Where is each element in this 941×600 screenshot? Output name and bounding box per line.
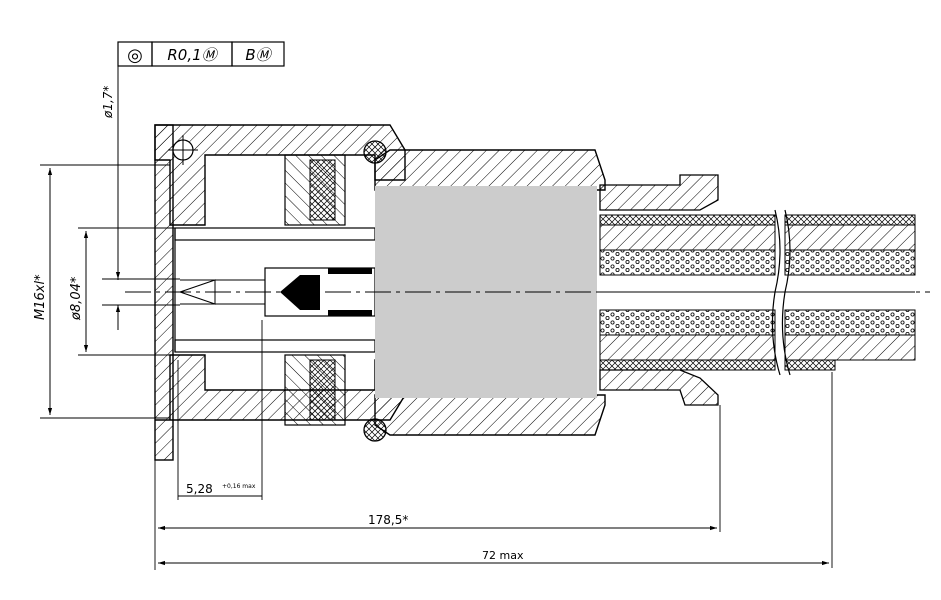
pin-diameter-label: ø1,7* [101, 86, 115, 119]
thread-dimension: M16xl* [33, 164, 170, 419]
gaskets [284, 154, 346, 426]
pin-diameter-dimension: ø1,7* [101, 86, 180, 330]
bore-diameter-label: ø8,04* [69, 276, 84, 321]
overall-length-label: 72 max [482, 549, 524, 562]
bore-diameter-dimension: ø8,04* [69, 227, 178, 356]
rear-body [374, 149, 606, 436]
concentricity-symbol: ◎ [127, 45, 143, 66]
pin-depth-tolerance: +0,16 max [222, 483, 256, 490]
tolerance-value: R0,1Ⓜ [167, 46, 218, 64]
pin-depth-label: 5,28 [186, 482, 213, 496]
crimp-ferrule [599, 174, 719, 406]
length-to-flange-label: 178,5* [368, 513, 408, 527]
overall-length-dimension: 72 max [158, 372, 833, 568]
thread-label: M16xl* [33, 274, 48, 320]
length-to-flange-dimension: 178,5* [154, 405, 721, 570]
tolerance-frame: ◎ R0,1Ⓜ BⓂ [117, 41, 285, 280]
datum-reference: BⓂ [245, 46, 272, 64]
coaxial-cable [599, 209, 916, 376]
outer-conductor [174, 227, 376, 353]
pin-depth-dimension: 5,28 +0,16 max [177, 320, 263, 500]
